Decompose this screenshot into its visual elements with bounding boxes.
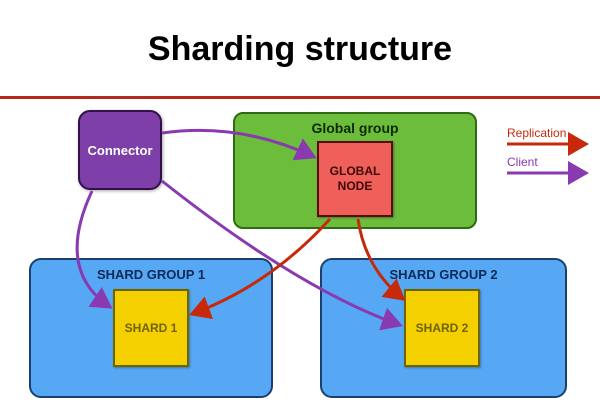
global-group-label: Global group bbox=[311, 120, 399, 136]
connector-label: Connector bbox=[87, 142, 153, 158]
shard-2-box: SHARD 2 bbox=[404, 289, 480, 367]
global-node-box: GLOBAL NODE bbox=[317, 141, 393, 217]
title-divider bbox=[0, 96, 600, 99]
global-node-label-line-2: NODE bbox=[337, 179, 373, 193]
connector-box: Connector bbox=[78, 110, 162, 190]
shard-1-box: SHARD 1 bbox=[113, 289, 189, 367]
shard-group-2-label: SHARD GROUP 2 bbox=[389, 267, 498, 282]
legend-replication-label: Replication bbox=[507, 126, 567, 140]
shard-1-label: SHARD 1 bbox=[124, 321, 178, 335]
legend-client-label: Client bbox=[507, 155, 538, 169]
shard-2-label: SHARD 2 bbox=[415, 321, 469, 335]
shard-group-1-label: SHARD GROUP 1 bbox=[96, 267, 206, 282]
slide-title: Sharding structure bbox=[147, 30, 453, 68]
global-node-label-line-1: GLOBAL bbox=[329, 164, 381, 178]
